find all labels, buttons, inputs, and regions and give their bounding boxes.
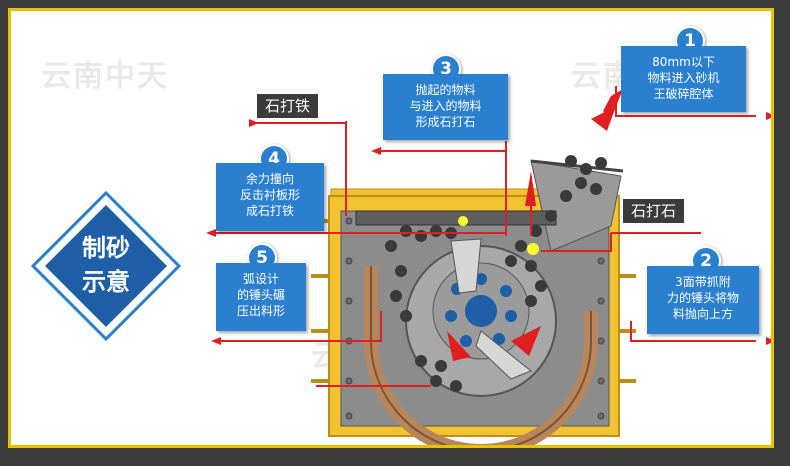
label-stone-stone: 石打石 — [623, 199, 685, 223]
callout-line: 余力撞向 — [245, 172, 294, 186]
callout-line: 80mm以下 — [652, 55, 715, 69]
callout-line: 抛起的物料 — [415, 83, 476, 97]
callout-line: 3面带抓附 — [675, 275, 731, 289]
callout-line: 成石打铁 — [245, 204, 294, 218]
title-line-1: 制砂 — [82, 234, 130, 262]
title-diamond — [31, 191, 181, 341]
callout-line: 反击衬板形 — [239, 188, 300, 202]
callout-line: 弧设计 — [242, 272, 279, 286]
callout-line: 料抛向上方 — [672, 307, 733, 321]
callout-5: 弧设计 的锤头碾 压出料形 — [216, 263, 306, 331]
callout-2: 3面带抓附 力的锤头将物 料抛向上方 — [647, 266, 759, 334]
title-line-2: 示意 — [82, 268, 130, 296]
callout-line: 形成石打石 — [415, 115, 476, 129]
callout-3: 抛起的物料 与进入的物料 形成石打石 — [383, 74, 508, 140]
callout-line: 的锤头碾 — [236, 288, 285, 302]
callout-line: 王破碎腔体 — [653, 87, 714, 101]
callout-line: 压出料形 — [236, 304, 285, 318]
diagram-panel: 云南中天 云南中天 云南中天 — [8, 8, 774, 448]
watermark: 云南中天 — [41, 59, 169, 94]
machine-diagram — [206, 86, 771, 445]
callout-1: 80mm以下 物料进入砂机 王破碎腔体 — [621, 46, 746, 112]
label-stone-iron: 石打铁 — [257, 94, 319, 118]
callout-line: 与进入的物料 — [409, 99, 482, 113]
diagram-title: 制砂 示意 — [31, 231, 181, 299]
callout-4: 余力撞向 反击衬板形 成石打铁 — [216, 163, 324, 231]
callout-line: 力的锤头将物 — [666, 291, 739, 305]
callout-line: 物料进入砂机 — [647, 71, 720, 85]
